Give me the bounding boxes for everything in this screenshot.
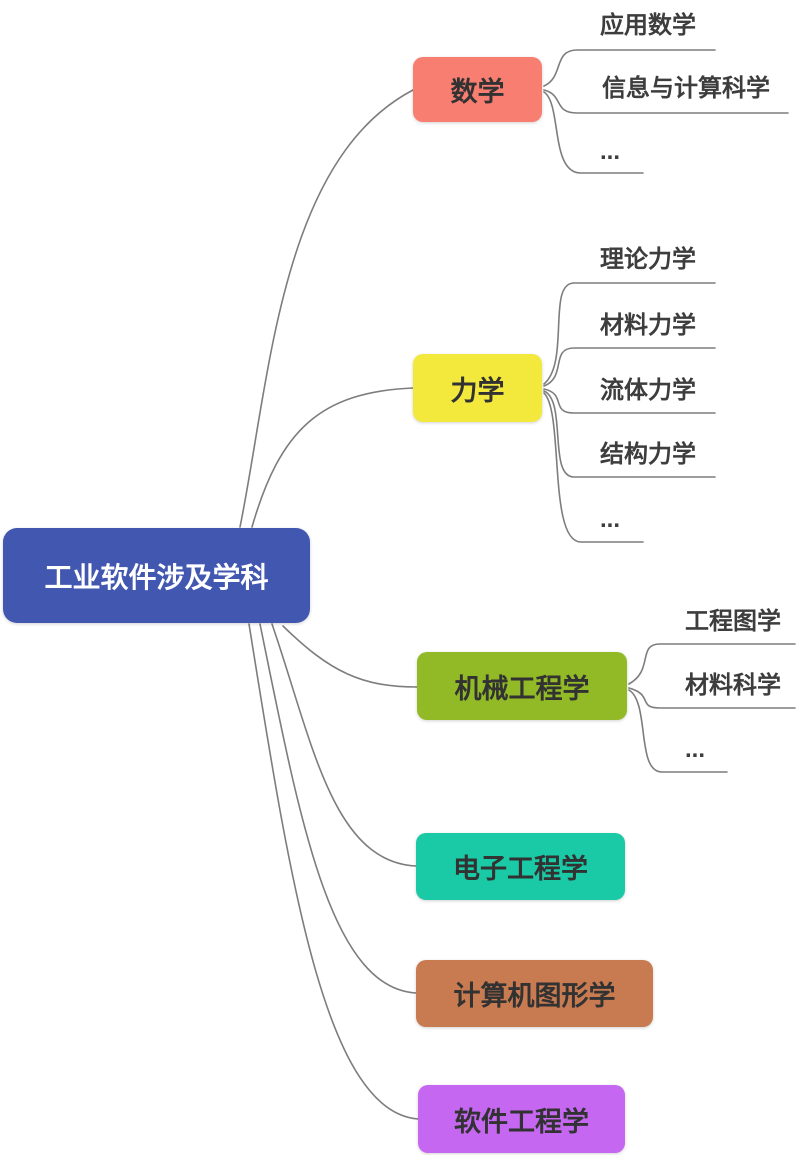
edge-root-software-engineering xyxy=(248,623,419,1120)
edge-root-computer-graphics xyxy=(259,623,417,994)
branch-node-math[interactable]: 数学 xyxy=(413,57,542,122)
leaf-node-mecheng-ellipsis[interactable]: ... xyxy=(685,736,706,763)
edge-mechanics-materials xyxy=(543,347,716,387)
leaf-node-information-computing-science[interactable]: 信息与计算科学 xyxy=(602,75,770,102)
branch-node-software-engineering[interactable]: 软件工程学 xyxy=(418,1085,625,1153)
branch-node-mechanical-engineering[interactable]: 机械工程学 xyxy=(417,652,627,720)
leaf-node-applied-math[interactable]: 应用数学 xyxy=(600,12,696,39)
edge-mechanics-ellipsis xyxy=(543,392,644,543)
edge-mechanics-theoretical xyxy=(543,282,716,385)
leaf-node-engineering-drawing[interactable]: 工程图学 xyxy=(685,608,781,635)
branch-node-electronic-engineering[interactable]: 电子工程学 xyxy=(416,833,625,900)
leaf-node-material-science[interactable]: 材料科学 xyxy=(685,672,781,699)
edge-math-applied-math xyxy=(543,49,716,87)
edge-root-mechanics xyxy=(251,387,414,528)
leaf-node-fluid-mechanics[interactable]: 流体力学 xyxy=(600,377,696,404)
branch-node-mechanics[interactable]: 力学 xyxy=(413,354,542,422)
leaf-node-mechanics-ellipsis[interactable]: ... xyxy=(600,506,621,533)
leaf-node-math-ellipsis[interactable]: ... xyxy=(600,138,621,165)
root-node[interactable]: 工业软件涉及学科 xyxy=(3,528,310,623)
leaf-node-material-mechanics[interactable]: 材料力学 xyxy=(600,312,696,339)
edge-mecheng-engineering-drawing xyxy=(628,643,796,685)
edge-math-ellipsis xyxy=(543,91,644,174)
edge-mecheng-ellipsis xyxy=(628,689,728,773)
edge-mechanics-structural xyxy=(543,390,716,478)
edge-root-electronic-engineering xyxy=(271,623,417,867)
leaf-node-structural-mechanics[interactable]: 结构力学 xyxy=(600,441,696,468)
edge-mechanics-fluid xyxy=(543,388,716,414)
edge-root-mechanical-engineering xyxy=(282,625,418,688)
edge-root-math xyxy=(239,89,414,528)
branch-node-computer-graphics[interactable]: 计算机图形学 xyxy=(416,960,653,1027)
leaf-node-theoretical-mechanics[interactable]: 理论力学 xyxy=(600,246,696,273)
edge-mecheng-material-science xyxy=(628,687,796,709)
edge-math-information-computing xyxy=(543,89,789,114)
